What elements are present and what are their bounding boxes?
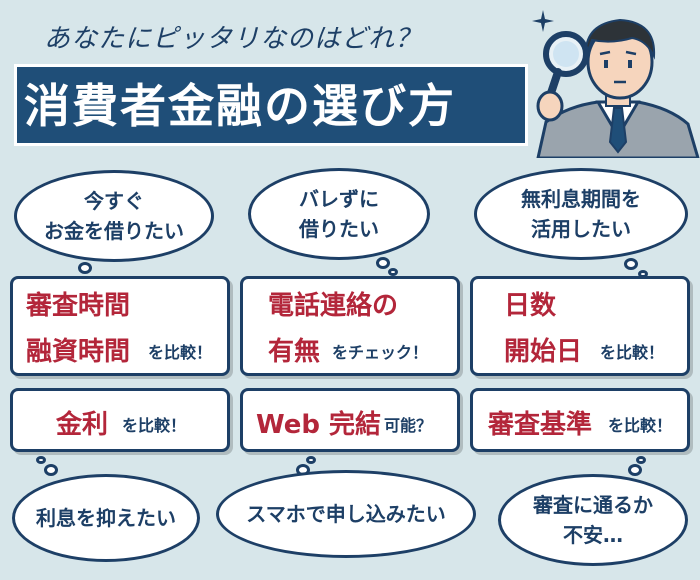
- card-interest-free-days: [470, 276, 690, 376]
- bubble-tail: [78, 262, 92, 274]
- card-screening-time-line2: 融資時間: [26, 337, 131, 367]
- card-interest-free-days-line2: 開始日: [504, 337, 583, 367]
- card-screening-time-line1: 審査時間: [26, 291, 131, 321]
- bubble-lower-interest: 利息を抑えたい: [12, 474, 200, 562]
- bubble-tail: [636, 456, 646, 464]
- bubble-interest-free: 無利息期間を 活用したい: [474, 168, 688, 260]
- bubble-tail: [376, 257, 390, 269]
- bubble-tail: [36, 456, 46, 464]
- bubble-tail: [44, 464, 58, 476]
- card-interest-rate-main: 金利: [56, 410, 109, 440]
- card-web-complete: [240, 388, 460, 452]
- bubble-borrow-secretly: バレずに 借りたい: [248, 168, 430, 260]
- card-screening-time-suffix: を比較！: [148, 343, 213, 362]
- bubble-tail: [388, 268, 398, 276]
- card-screening-criteria: [470, 388, 690, 452]
- card-phone-contact-line2: 有無: [268, 337, 321, 367]
- bubble-tail: [306, 456, 316, 464]
- bubble-borrow-now: 今すぐ お金を借りたい: [14, 170, 214, 262]
- sparkle-icon: [532, 10, 554, 36]
- card-screening-time: [10, 276, 230, 376]
- card-phone-contact: [240, 276, 460, 376]
- card-web-complete-suffix: 可能？: [384, 416, 433, 435]
- bubble-tail: [624, 258, 638, 270]
- bubble-screening-worry: 審査に通るか 不安…: [498, 474, 688, 566]
- card-interest-rate: [10, 388, 230, 452]
- bubble-apply-smartphone: スマホで申し込みたい: [216, 470, 476, 558]
- card-screening-criteria-main: 審査基準: [488, 410, 593, 440]
- bubble-tail: [628, 464, 642, 476]
- card-phone-contact-suffix: をチェック！: [332, 343, 429, 362]
- card-interest-rate-suffix: を比較！: [122, 416, 187, 435]
- businessman-illustration: [528, 10, 700, 158]
- card-phone-contact-line1: 電話連絡の: [268, 291, 399, 321]
- card-screening-criteria-suffix: を比較！: [608, 416, 673, 435]
- card-interest-free-days-suffix: を比較！: [600, 343, 665, 362]
- subtitle: あなたにピッタリなのはどれ？: [44, 24, 423, 54]
- card-web-complete-main: Web 完結: [256, 410, 382, 440]
- page-title: 消費者金融の選び方: [24, 79, 456, 133]
- title-band: [14, 64, 528, 146]
- card-interest-free-days-line1: 日数: [504, 291, 557, 321]
